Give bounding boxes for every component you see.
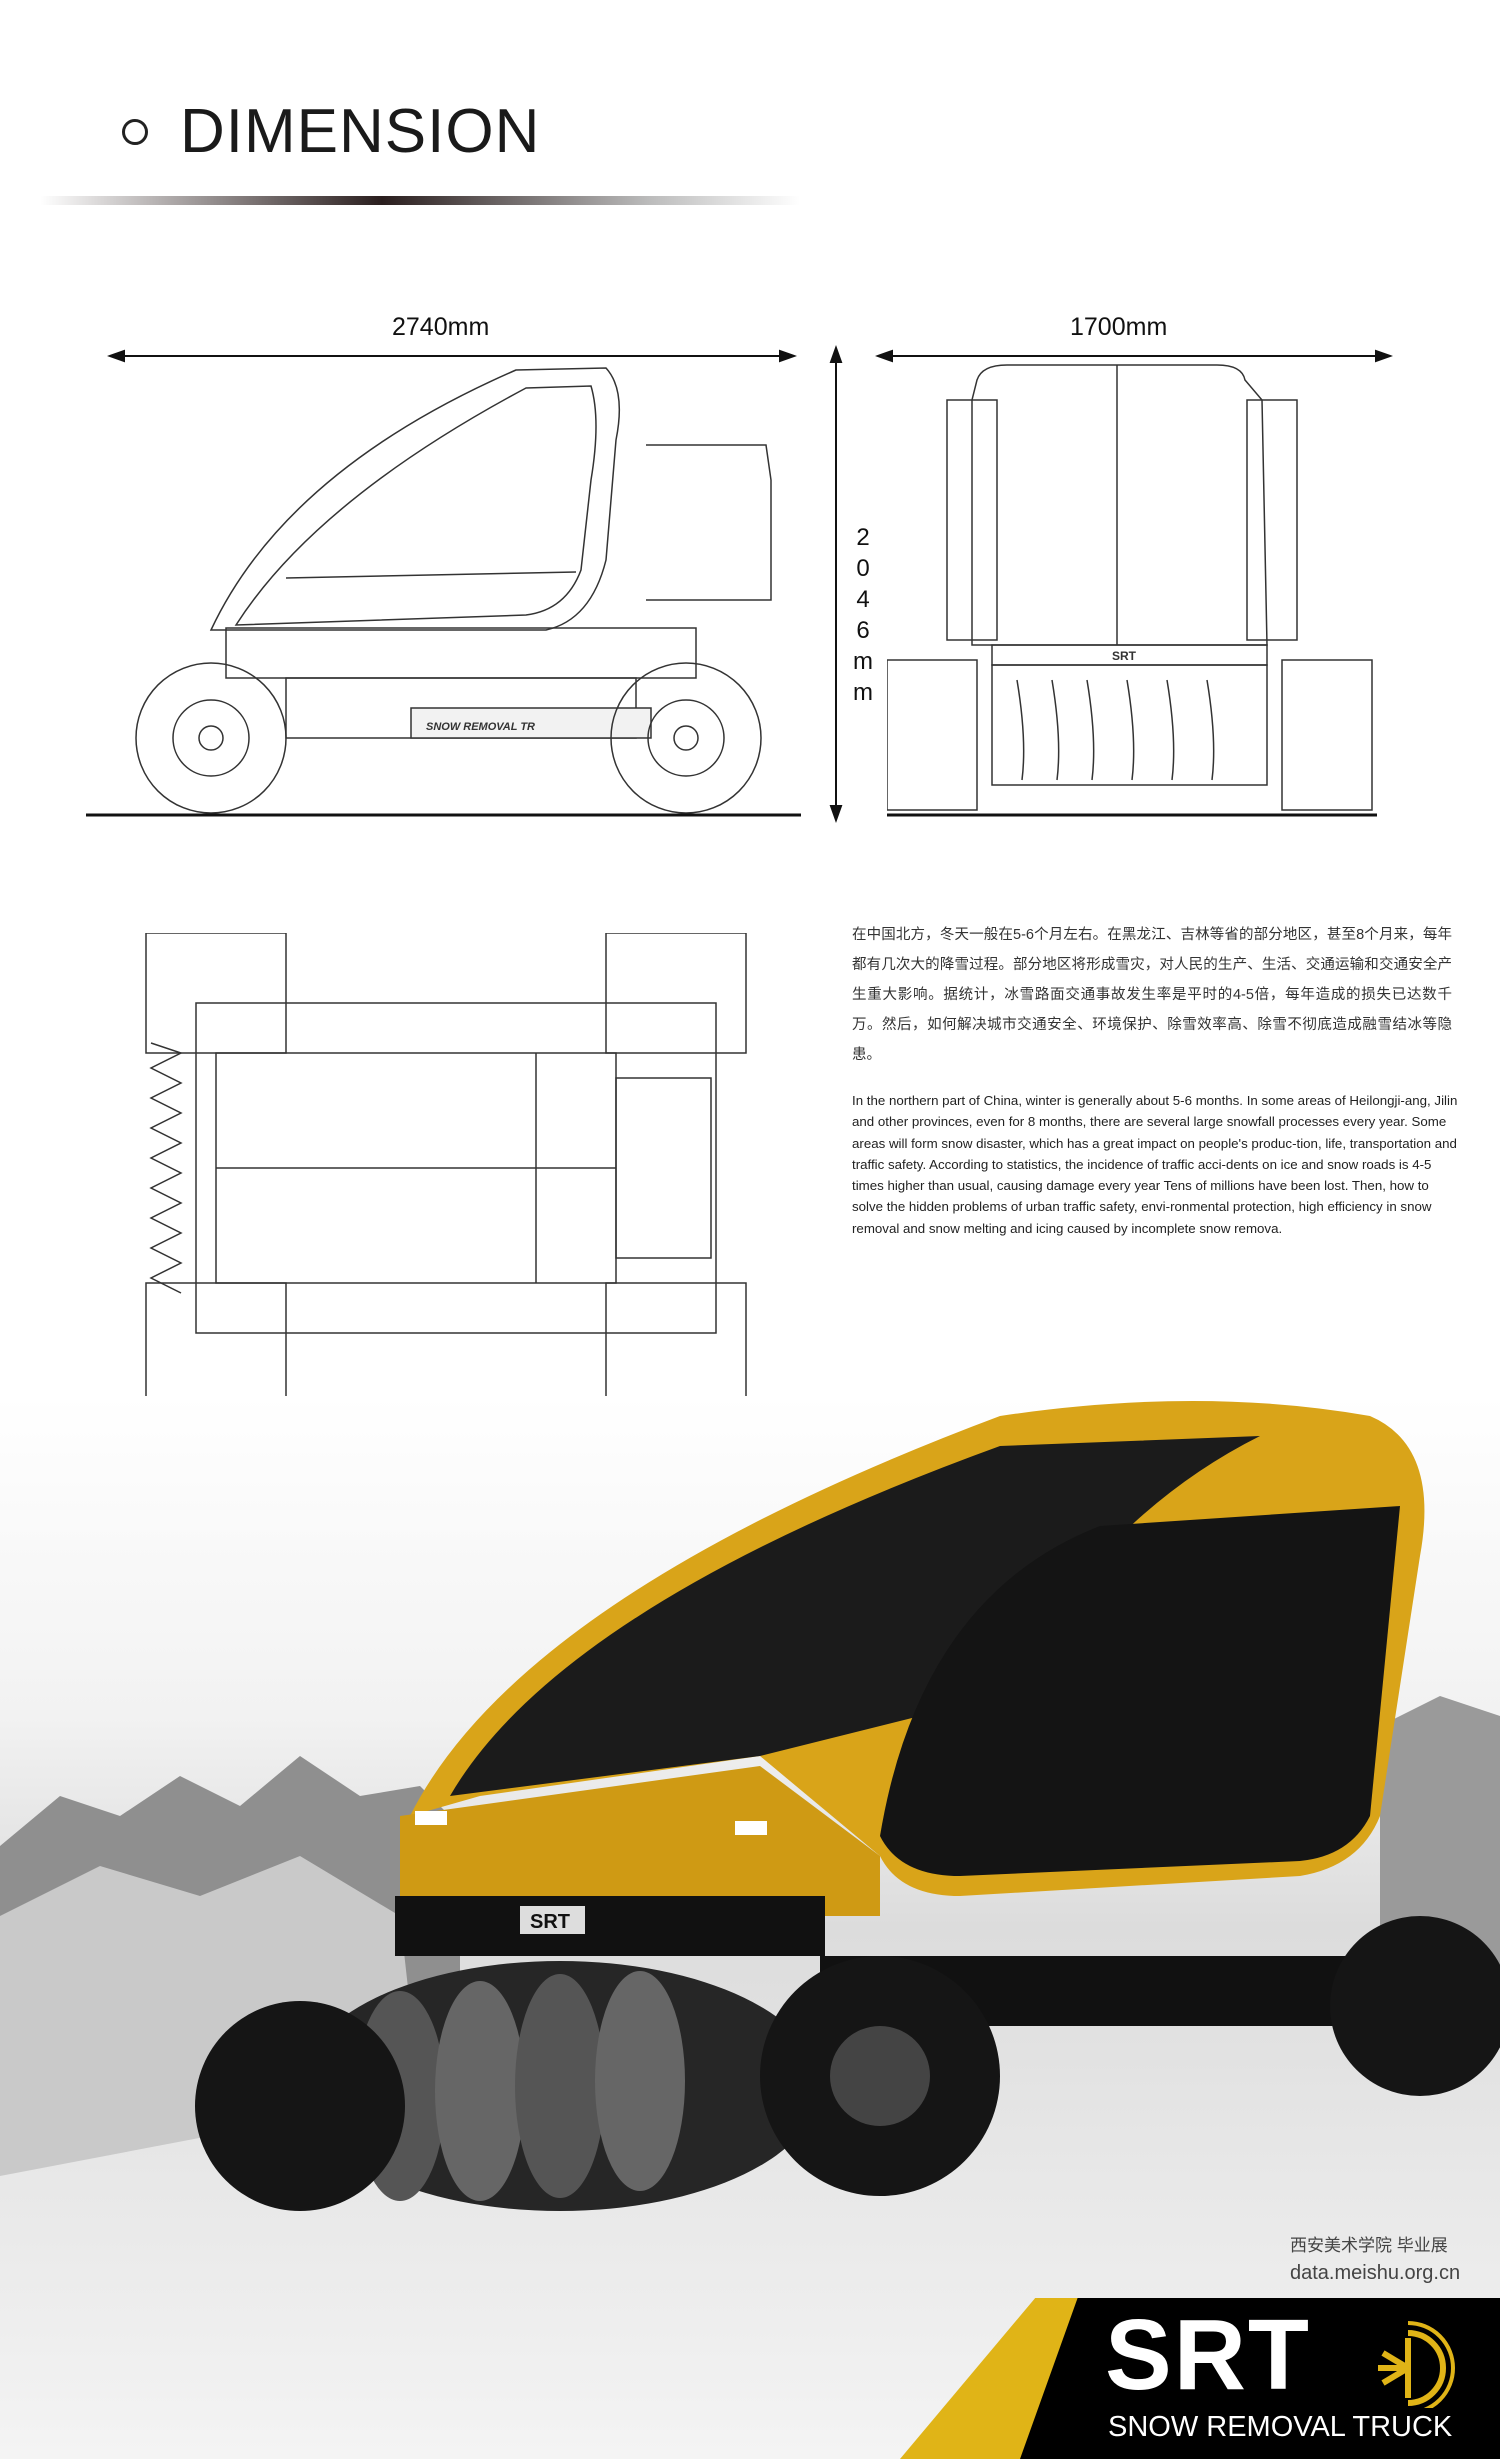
wheel-hub	[830, 2026, 930, 2126]
circle-bullet-icon	[122, 118, 148, 145]
wheel-left	[195, 2001, 405, 2211]
side-window	[880, 1506, 1400, 1876]
height-label: 2 0 4 6 m m	[853, 522, 873, 708]
height-char: 6	[856, 617, 870, 644]
plow-housing	[395, 1896, 825, 1956]
side-view-drawing: SNOW REMOVAL TR	[86, 367, 801, 817]
watermark: 西安美术学院 毕业展	[1290, 2236, 1448, 2255]
front-view-drawing: SRT	[887, 364, 1377, 817]
title-text: DIMENSION	[180, 97, 541, 166]
front-badge-text: SRT	[1112, 649, 1137, 663]
windshield	[450, 1436, 1260, 1796]
page-title: DIMENSION	[122, 96, 540, 167]
brand-subtitle: SNOW REMOVAL TRUCK	[1108, 2411, 1453, 2443]
front-panel	[400, 1766, 880, 1916]
wheel-rear	[1330, 1916, 1500, 2096]
front-plate	[520, 1906, 585, 1934]
dimension-arrows	[107, 345, 1393, 823]
width-label: 1700mm	[1070, 313, 1168, 341]
truck-render: SRT	[0, 1396, 1500, 2459]
plate-text: SRT	[530, 1911, 570, 1933]
length-label: 2740mm	[392, 313, 490, 341]
description-english: In the northern part of China, winter is…	[852, 1093, 1458, 1236]
title-divider	[40, 196, 800, 205]
headlight-right	[735, 1821, 767, 1835]
height-char: 4	[856, 586, 870, 613]
side-badge-text: SNOW REMOVAL TR	[426, 721, 535, 733]
watermark-url: data.meishu.org.cn	[1290, 2262, 1461, 2284]
headlight-left	[415, 1811, 447, 1825]
snowflake-logo-icon	[1378, 2321, 1455, 2408]
description-chinese: 在中国北方，冬天一般在5-6个月左右。在黑龙江、吉林等省的部分地区，甚至8个月来…	[852, 927, 1452, 1063]
height-char: m	[853, 648, 873, 675]
top-view-drawing	[145, 933, 747, 1404]
height-char: 0	[856, 555, 870, 582]
render-scene: SRT	[0, 1401, 1500, 2211]
height-char: 2	[856, 524, 870, 551]
height-char: m	[853, 679, 873, 706]
brand-logo: SRT	[1105, 2299, 1311, 2411]
